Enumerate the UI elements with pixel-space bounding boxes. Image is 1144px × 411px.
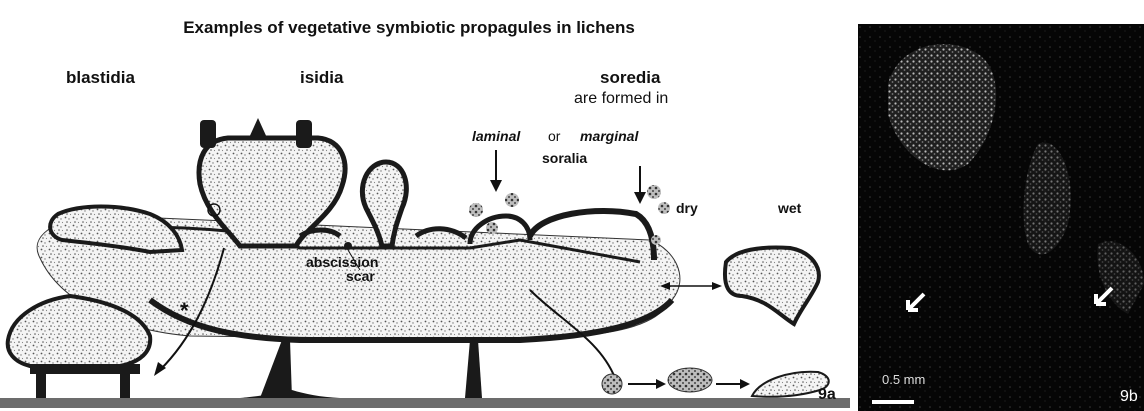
isidium-crown-right	[296, 120, 312, 148]
marginal-arrow-head	[634, 192, 646, 204]
rhizine-right	[465, 340, 482, 398]
soredium	[651, 235, 661, 245]
scale-bar-label: 0.5 mm	[882, 372, 925, 387]
label-isidia: isidia	[300, 68, 343, 88]
soredium	[505, 193, 519, 207]
blastidium-leg-left	[36, 372, 46, 398]
figure-title: Examples of vegetative symbiotic propagu…	[0, 18, 818, 38]
label-soredia: soredia	[600, 68, 660, 88]
label-laminal: laminal	[472, 128, 520, 144]
soredium	[647, 185, 661, 199]
label-or: or	[548, 128, 560, 144]
soredium	[469, 203, 483, 217]
label-fig-9a: 9a	[818, 386, 836, 404]
dispersal-arrow-2-head	[740, 379, 750, 389]
micrograph-panel: 0.5 mm 9b	[858, 24, 1144, 411]
lichen-propagule-diagram: *	[0, 0, 850, 411]
dispersal-arrow-1-head	[656, 379, 666, 389]
wet-soredium-fragment	[725, 248, 819, 324]
label-soredia-sub: are formed in	[574, 90, 668, 108]
asterisk-marker: *	[180, 298, 189, 323]
label-blastidia: blastidia	[66, 68, 135, 88]
isidium-crown-left	[200, 120, 216, 148]
soredium	[486, 222, 498, 234]
abscission-scar-marker	[344, 242, 352, 250]
label-marginal: marginal	[580, 128, 638, 144]
substrate-line	[0, 398, 850, 408]
rhizine-spread-left	[240, 390, 340, 398]
dry-wet-arrow-head-right	[712, 282, 722, 290]
blastidium-leg-right	[120, 372, 130, 398]
scale-bar	[872, 400, 914, 404]
label-wet: wet	[778, 200, 801, 216]
dispersed-soredium	[602, 374, 622, 394]
label-soralia: soralia	[542, 150, 587, 166]
micrograph-texture	[858, 24, 1144, 411]
label-dry: dry	[676, 200, 698, 216]
dispersed-soredium-2	[668, 368, 712, 392]
laminal-arrow-head	[490, 180, 502, 192]
rhizine-left	[260, 340, 292, 398]
isidium-crown-mid	[248, 118, 268, 140]
label-scar: scar	[346, 268, 375, 284]
soredium	[658, 202, 670, 214]
label-fig-9b: 9b	[1120, 388, 1138, 406]
blastidium-arrow-head	[154, 362, 166, 376]
